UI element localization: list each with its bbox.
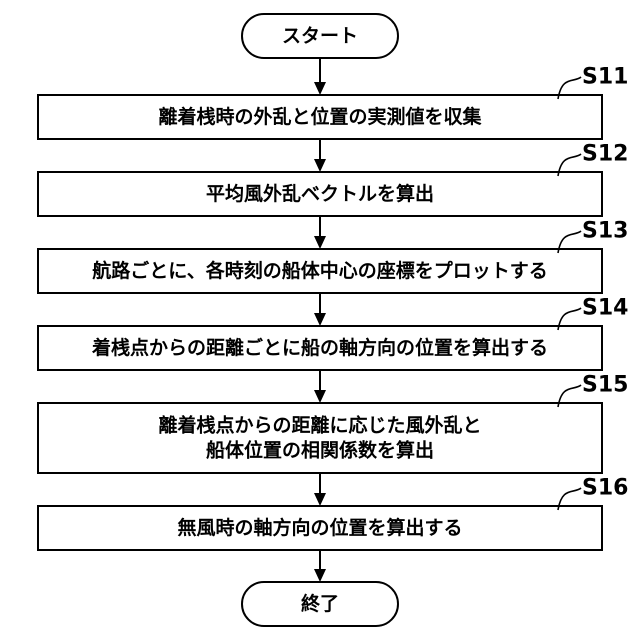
process-step-s15: 離着桟点からの距離に応じた風外乱と船体位置の相関係数を算出 S15 <box>38 373 628 474</box>
process-text-s16: 無風時の軸方向の位置を算出する <box>177 516 462 539</box>
start-terminal: スタート <box>242 14 398 58</box>
arrowhead-icon <box>314 82 326 95</box>
step-label-s13: S13 <box>582 219 628 244</box>
connector-arrow <box>314 550 326 582</box>
step-label-s12: S12 <box>582 142 628 167</box>
arrowhead-icon <box>314 236 326 249</box>
start-terminal-label: スタート <box>282 25 358 47</box>
end-terminal-label: 終了 <box>301 592 339 615</box>
connector-arrow <box>314 293 326 326</box>
process-step-s11: 離着桟時の外乱と位置の実測値を収集 S11 <box>38 65 628 140</box>
process-step-s13: 航路ごとに、各時刻の船体中心の座標をプロットする S13 <box>38 219 628 294</box>
process-steps: 離着桟時の外乱と位置の実測値を収集 S11 平均風外乱ベクトルを算出 S12 航路ごとに… <box>38 65 628 551</box>
arrowhead-icon <box>314 569 326 582</box>
arrowhead-icon <box>314 159 326 172</box>
end-terminal: 終了 <box>242 582 398 626</box>
process-text-s11: 離着桟時の外乱と位置の実測値を収集 <box>158 105 482 128</box>
process-step-s12: 平均風外乱ベクトルを算出 S12 <box>38 142 628 217</box>
process-text-s15-line1: 離着桟点からの距離に応じた風外乱と <box>158 414 481 437</box>
process-text-s14: 着桟点からの距離ごとに船の軸方向の位置を算出する <box>92 336 548 359</box>
process-text-s12: 平均風外乱ベクトルを算出 <box>206 182 434 205</box>
step-label-s16: S16 <box>582 476 628 501</box>
process-step-s16: 無風時の軸方向の位置を算出する S16 <box>38 476 628 551</box>
arrowhead-icon <box>314 493 326 506</box>
step-label-s11: S11 <box>582 65 628 90</box>
process-step-s14: 着桟点からの距離ごとに船の軸方向の位置を算出する S14 <box>38 296 628 371</box>
process-text-s13: 航路ごとに、各時刻の船体中心の座標をプロットする <box>92 259 547 282</box>
connector-arrow <box>314 58 326 95</box>
process-text-s15-line2: 船体位置の相関係数を算出 <box>206 439 434 462</box>
arrowhead-icon <box>314 390 326 403</box>
step-label-s14: S14 <box>582 296 628 321</box>
step-label-s15: S15 <box>582 373 628 398</box>
process-box-s15 <box>38 403 602 473</box>
connector-arrow <box>314 473 326 506</box>
connector-arrow <box>314 370 326 403</box>
connector-arrow <box>314 139 326 172</box>
connector-arrow <box>314 216 326 249</box>
arrowhead-icon <box>314 313 326 326</box>
